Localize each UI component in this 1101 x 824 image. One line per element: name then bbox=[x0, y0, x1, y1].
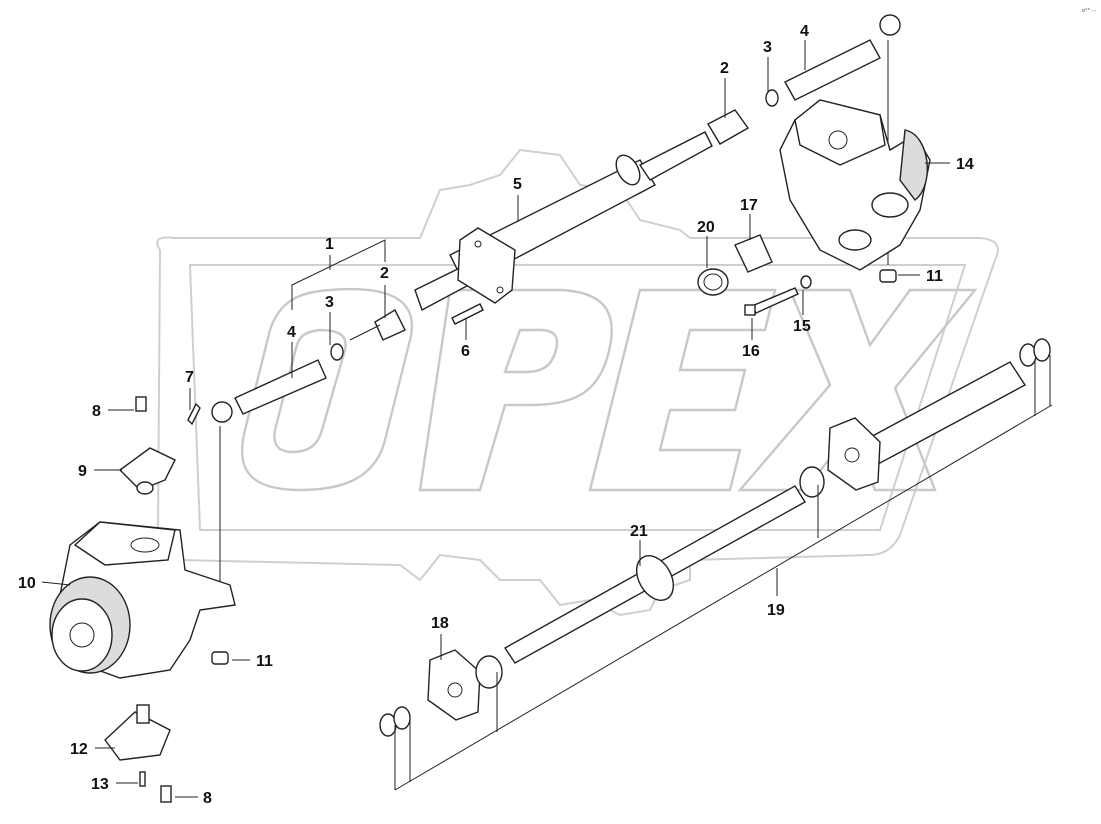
mounting-flange-18-right bbox=[827, 417, 881, 491]
callout-2: 2 bbox=[720, 60, 729, 77]
steering-knuckle-left-10 bbox=[49, 521, 236, 679]
callout-1: 1 bbox=[325, 236, 334, 253]
watermark-letter-e bbox=[588, 288, 777, 492]
seal-ring-inner bbox=[703, 273, 723, 291]
flange-face-left bbox=[51, 598, 113, 672]
thread-2-left bbox=[349, 324, 381, 341]
lower-bore bbox=[838, 229, 872, 251]
callout-4: 4 bbox=[287, 324, 296, 341]
steering-knuckle-right-14 bbox=[779, 99, 931, 283]
bolt-8-top bbox=[135, 396, 147, 412]
steering-cylinder-lower bbox=[379, 338, 1053, 791]
o-ring-18 bbox=[475, 655, 503, 689]
callout-17: 17 bbox=[740, 197, 758, 214]
knuckle-bore bbox=[828, 130, 848, 150]
knuckle-top-plate-left bbox=[73, 521, 176, 566]
bracket-9-stem bbox=[136, 481, 154, 495]
callout-11: 11 bbox=[926, 268, 943, 285]
callout-9: 9 bbox=[78, 463, 87, 480]
callout-16: 16 bbox=[742, 343, 760, 360]
callout-2: 2 bbox=[380, 265, 389, 282]
bracket-12-stem bbox=[136, 704, 150, 724]
tube-4-left bbox=[234, 359, 327, 415]
knuckle-bore-left bbox=[130, 537, 160, 553]
hub-center-left bbox=[69, 622, 95, 648]
bracket-12 bbox=[104, 711, 171, 761]
bolt-8-bottom bbox=[160, 785, 172, 803]
o-ring-left-b bbox=[393, 706, 411, 730]
bracket-1 bbox=[291, 239, 386, 310]
cylinder-body-19 bbox=[863, 361, 1027, 464]
callout-8: 8 bbox=[203, 790, 212, 807]
pin-13 bbox=[139, 771, 146, 787]
callout-20: 20 bbox=[697, 219, 715, 236]
callout-12: 12 bbox=[70, 741, 88, 758]
nut-3-right bbox=[765, 89, 779, 107]
flange-hole bbox=[496, 286, 504, 294]
callout-11: 11 bbox=[256, 653, 273, 670]
knuckle-top-plate-right bbox=[794, 99, 886, 166]
callout-3: 3 bbox=[325, 294, 334, 311]
pin-7 bbox=[187, 402, 201, 426]
cylinder-end-cap bbox=[615, 154, 641, 186]
callout-18: 18 bbox=[431, 615, 449, 632]
o-ring-end-b bbox=[1033, 338, 1051, 362]
wheel-hub-right bbox=[899, 129, 928, 201]
tube-4-right bbox=[784, 39, 881, 101]
flange-bore bbox=[447, 682, 463, 698]
callout-13: 13 bbox=[91, 776, 109, 793]
callout-6: 6 bbox=[461, 343, 470, 360]
callout-21: 21 bbox=[630, 523, 648, 540]
cylinder-rod-5 bbox=[638, 131, 713, 181]
corner-mark: o°° ··· bbox=[1082, 8, 1097, 14]
bracket-line-19 bbox=[394, 404, 1053, 791]
rod-seal-21 bbox=[635, 555, 675, 601]
flange-hole bbox=[474, 240, 482, 248]
callout-4: 4 bbox=[800, 23, 809, 40]
callout-15: 15 bbox=[793, 318, 811, 335]
mounting-flange-5 bbox=[457, 227, 516, 304]
cap-11-right bbox=[879, 269, 897, 283]
ball-joint-head bbox=[879, 14, 901, 36]
callout-labels: 1 2 2 3 3 4 4 5 6 7 8 8 9 10 11 11 12 13… bbox=[18, 23, 974, 807]
callout-7: 7 bbox=[185, 369, 194, 386]
callout-10: 10 bbox=[18, 575, 36, 592]
mounting-flange-18 bbox=[427, 649, 481, 721]
watermark-letter-p bbox=[418, 288, 613, 492]
o-ring-19 bbox=[799, 466, 825, 498]
cap-11-left bbox=[211, 651, 229, 665]
bushing-17 bbox=[734, 234, 773, 273]
ball-joint-left bbox=[211, 401, 233, 423]
bolt-6 bbox=[451, 303, 484, 325]
steering-arm-eye bbox=[871, 192, 909, 218]
leader-lines bbox=[41, 40, 950, 798]
callout-5: 5 bbox=[513, 176, 522, 193]
tie-rod-right-parts bbox=[707, 14, 901, 265]
callout-14: 14 bbox=[956, 156, 974, 173]
callout-3: 3 bbox=[763, 39, 772, 56]
watermark-gear-outline bbox=[155, 148, 999, 617]
tie-rod-left-assembly bbox=[187, 309, 406, 600]
nut-3-left bbox=[330, 343, 344, 361]
callout-8: 8 bbox=[92, 403, 101, 420]
seal-ring-20 bbox=[697, 268, 729, 296]
watermark-text: OPEX bbox=[559, 519, 562, 521]
tie-rod-end-2-left bbox=[374, 309, 406, 341]
callout-19: 19 bbox=[767, 602, 785, 619]
steering-cylinder-upper bbox=[414, 131, 713, 312]
flange-bore bbox=[844, 447, 860, 463]
watermark-letter-o bbox=[240, 287, 413, 492]
bolt-head-16 bbox=[744, 304, 756, 316]
watermark-letter-x bbox=[737, 288, 978, 492]
washer-15 bbox=[800, 275, 812, 289]
leader-10 bbox=[41, 581, 71, 586]
tie-rod-end-2-right bbox=[707, 109, 750, 145]
